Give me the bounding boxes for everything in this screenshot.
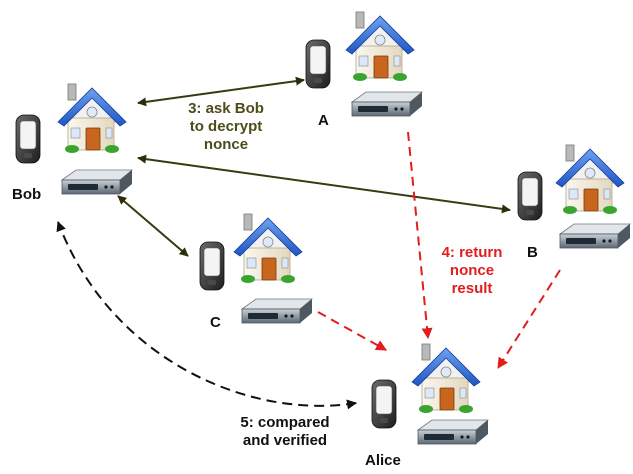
- node-label-b: B: [527, 244, 538, 261]
- node-label-a: A: [318, 112, 329, 129]
- node-alice: [371, 343, 489, 445]
- node-bob: [15, 83, 133, 195]
- step-return-line-2: nonce: [449, 262, 495, 279]
- return-arrow-c-alice: [317, 311, 387, 351]
- router-icon: [241, 298, 313, 324]
- phone-icon: [371, 379, 397, 429]
- step-ask-line-2: to decrypt: [189, 118, 263, 135]
- ask-arrow-bob-b: [137, 154, 511, 214]
- ask-arrow-bob-c: [117, 195, 189, 257]
- step-label-return: 4: return nonce result: [426, 244, 518, 298]
- step-return-line-3: result: [451, 280, 493, 297]
- node-b: [517, 144, 631, 249]
- phone-icon: [305, 39, 331, 89]
- step-return-line-1: 4: return: [441, 244, 503, 261]
- house-icon: [411, 343, 481, 414]
- router-icon: [351, 91, 423, 117]
- node-label-bob: Bob: [12, 186, 42, 203]
- return-arrow-b-alice: [497, 269, 561, 369]
- step-ask-line-3: nonce: [203, 136, 249, 153]
- house-icon: [233, 213, 303, 284]
- step-label-ask: 3: ask Bob to decrypt nonce: [170, 100, 282, 154]
- node-c: [199, 213, 313, 324]
- house-icon: [57, 83, 127, 154]
- router-icon: [417, 419, 489, 445]
- phone-icon: [15, 114, 41, 164]
- router-icon: [559, 223, 631, 249]
- phone-icon: [199, 241, 225, 291]
- phone-icon: [517, 171, 543, 221]
- step-ask-line-1: 3: ask Bob: [188, 100, 264, 117]
- step-compare-line-2: and verified: [242, 432, 328, 449]
- ask-arrow-bob-a: [137, 76, 305, 107]
- node-a: [305, 11, 423, 117]
- node-label-alice: Alice: [365, 452, 401, 469]
- step-compare-line-1: 5: compared: [240, 414, 330, 431]
- house-icon: [555, 144, 625, 215]
- router-icon: [61, 169, 133, 195]
- return-arrow-a-alice: [407, 131, 433, 340]
- house-icon: [345, 11, 415, 82]
- step-label-compare: 5: compared and verified: [210, 414, 360, 450]
- node-label-c: C: [210, 314, 221, 331]
